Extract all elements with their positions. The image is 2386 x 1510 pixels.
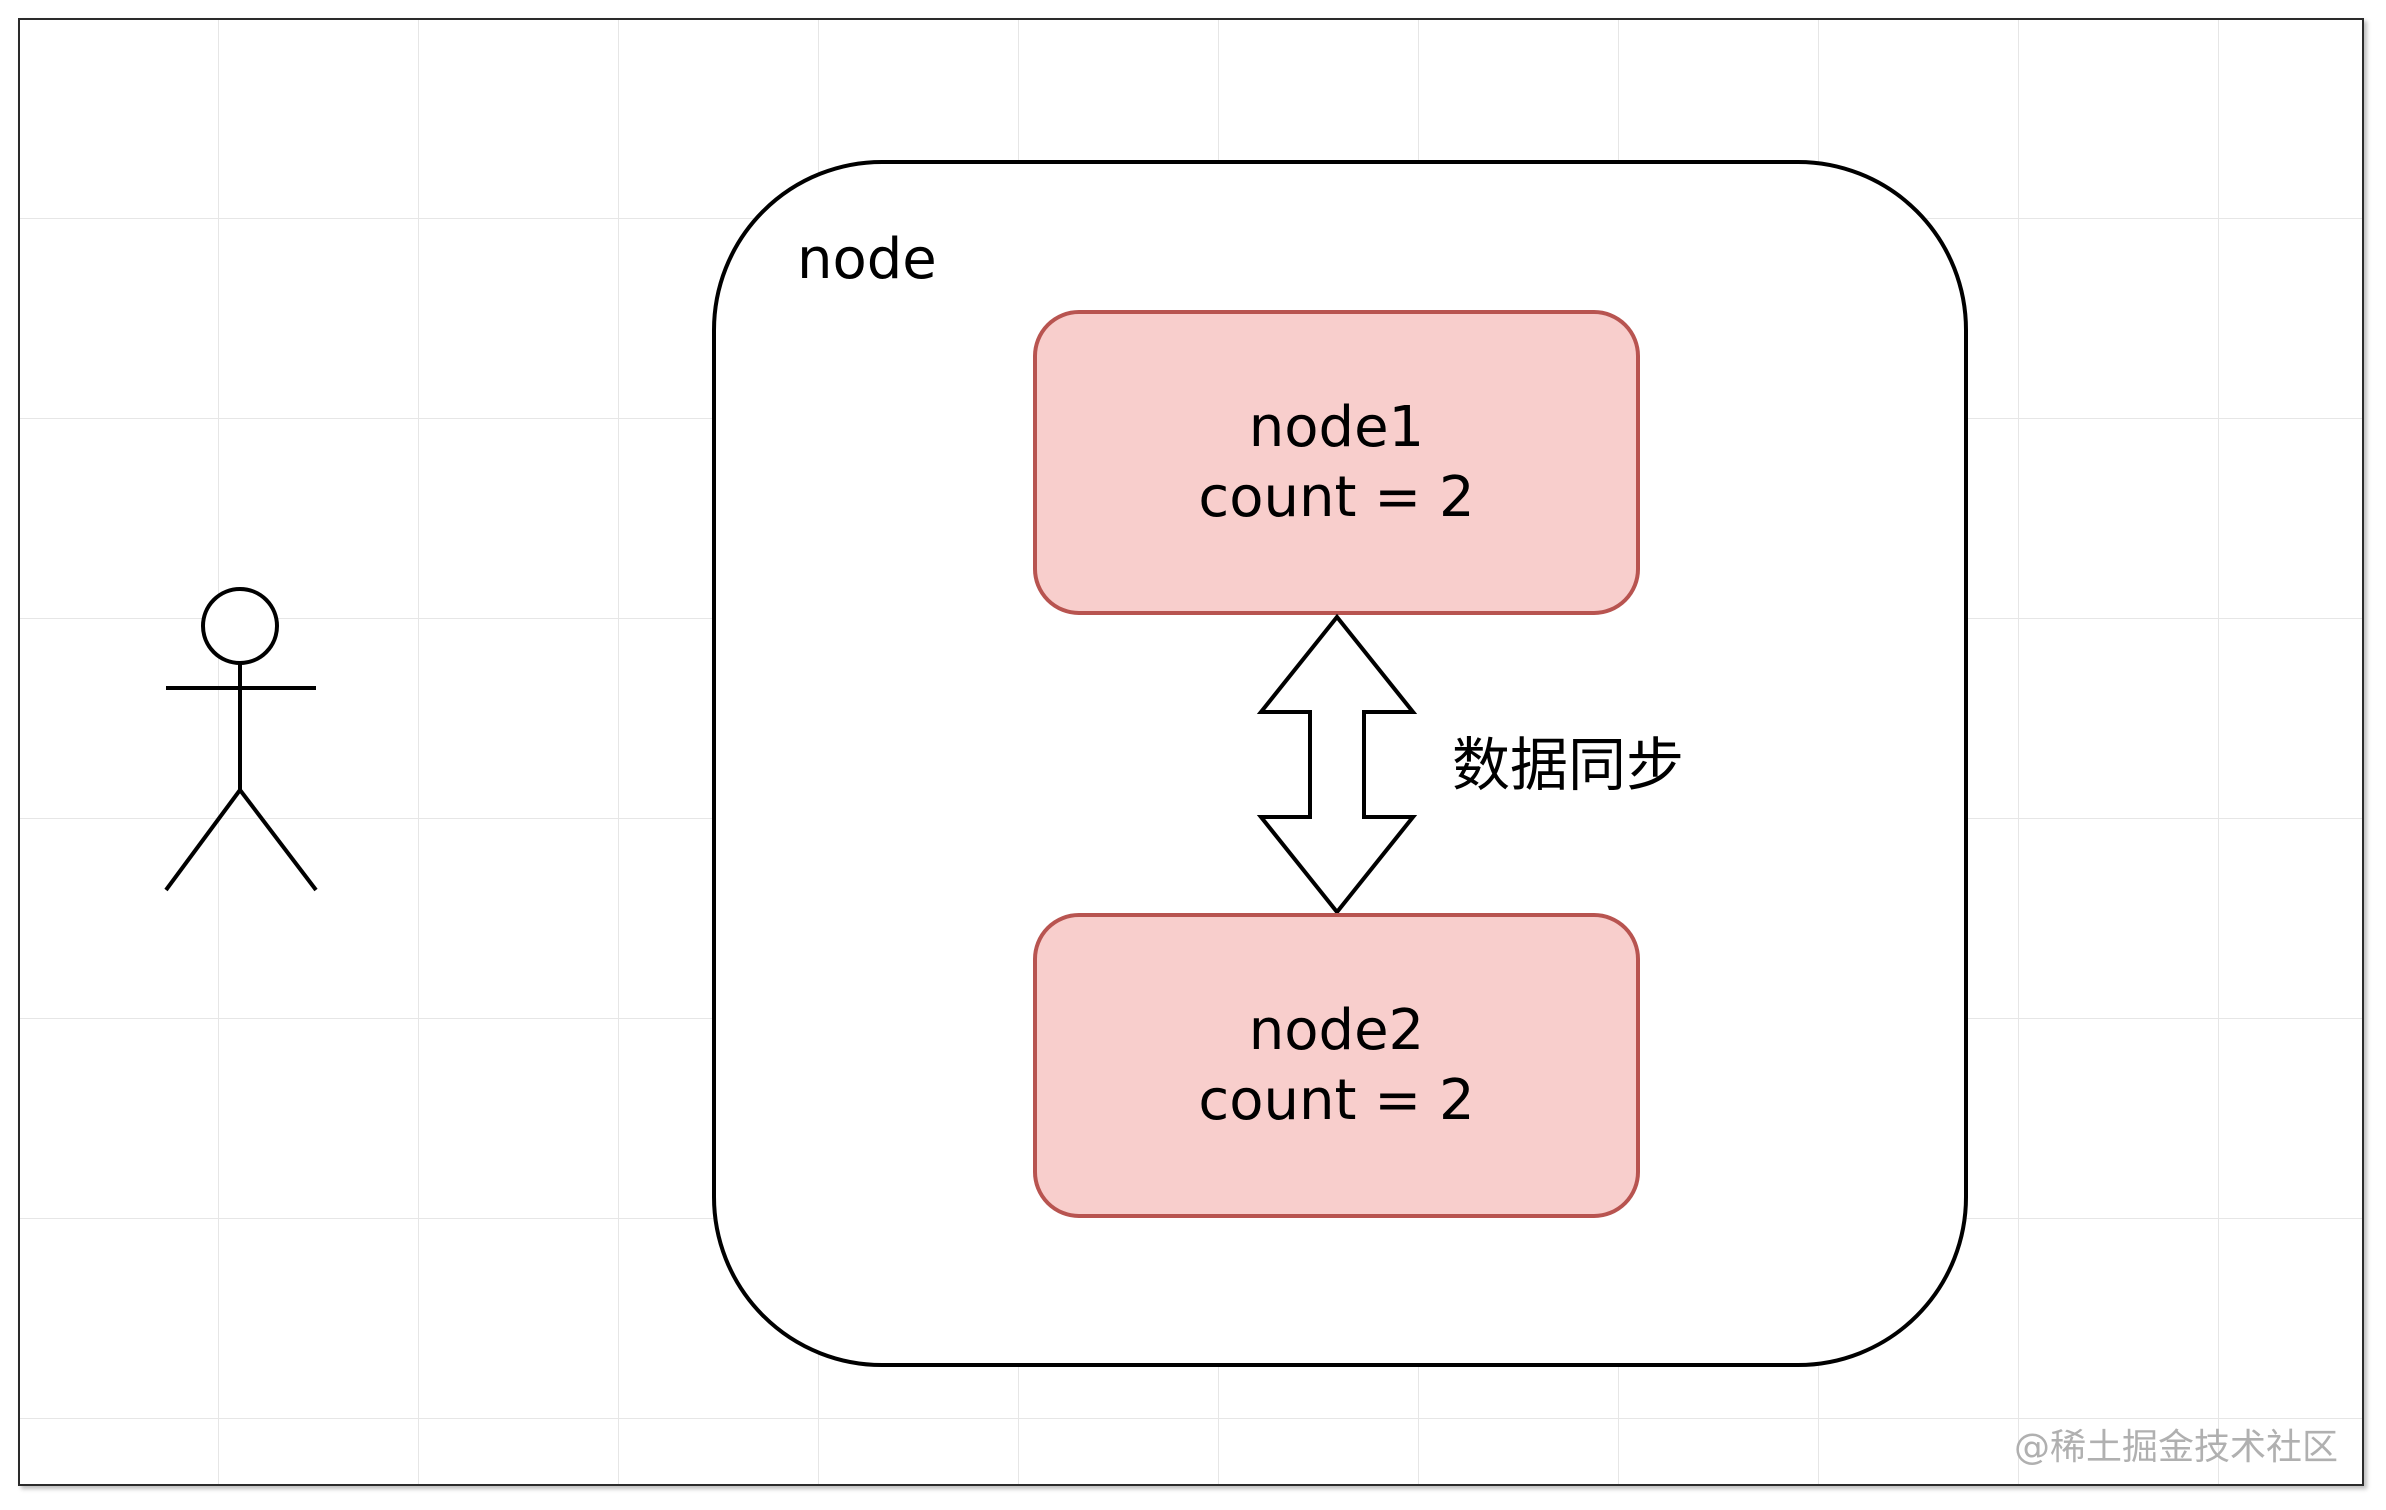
container-label: node bbox=[797, 227, 937, 292]
node2-box: node2 count = 2 bbox=[1033, 913, 1640, 1218]
stick-figure-icon bbox=[164, 587, 318, 892]
node1-name: node1 bbox=[1248, 394, 1425, 460]
double-arrow-icon bbox=[1256, 613, 1418, 916]
node2-count: count = 2 bbox=[1198, 1067, 1475, 1133]
node1-count: count = 2 bbox=[1198, 464, 1475, 530]
node2-name: node2 bbox=[1248, 997, 1425, 1063]
watermark: @稀土掘金技术社区 bbox=[2013, 1427, 2338, 1468]
node1-box: node1 count = 2 bbox=[1033, 310, 1640, 615]
sync-label: 数据同步 bbox=[1452, 731, 1685, 799]
